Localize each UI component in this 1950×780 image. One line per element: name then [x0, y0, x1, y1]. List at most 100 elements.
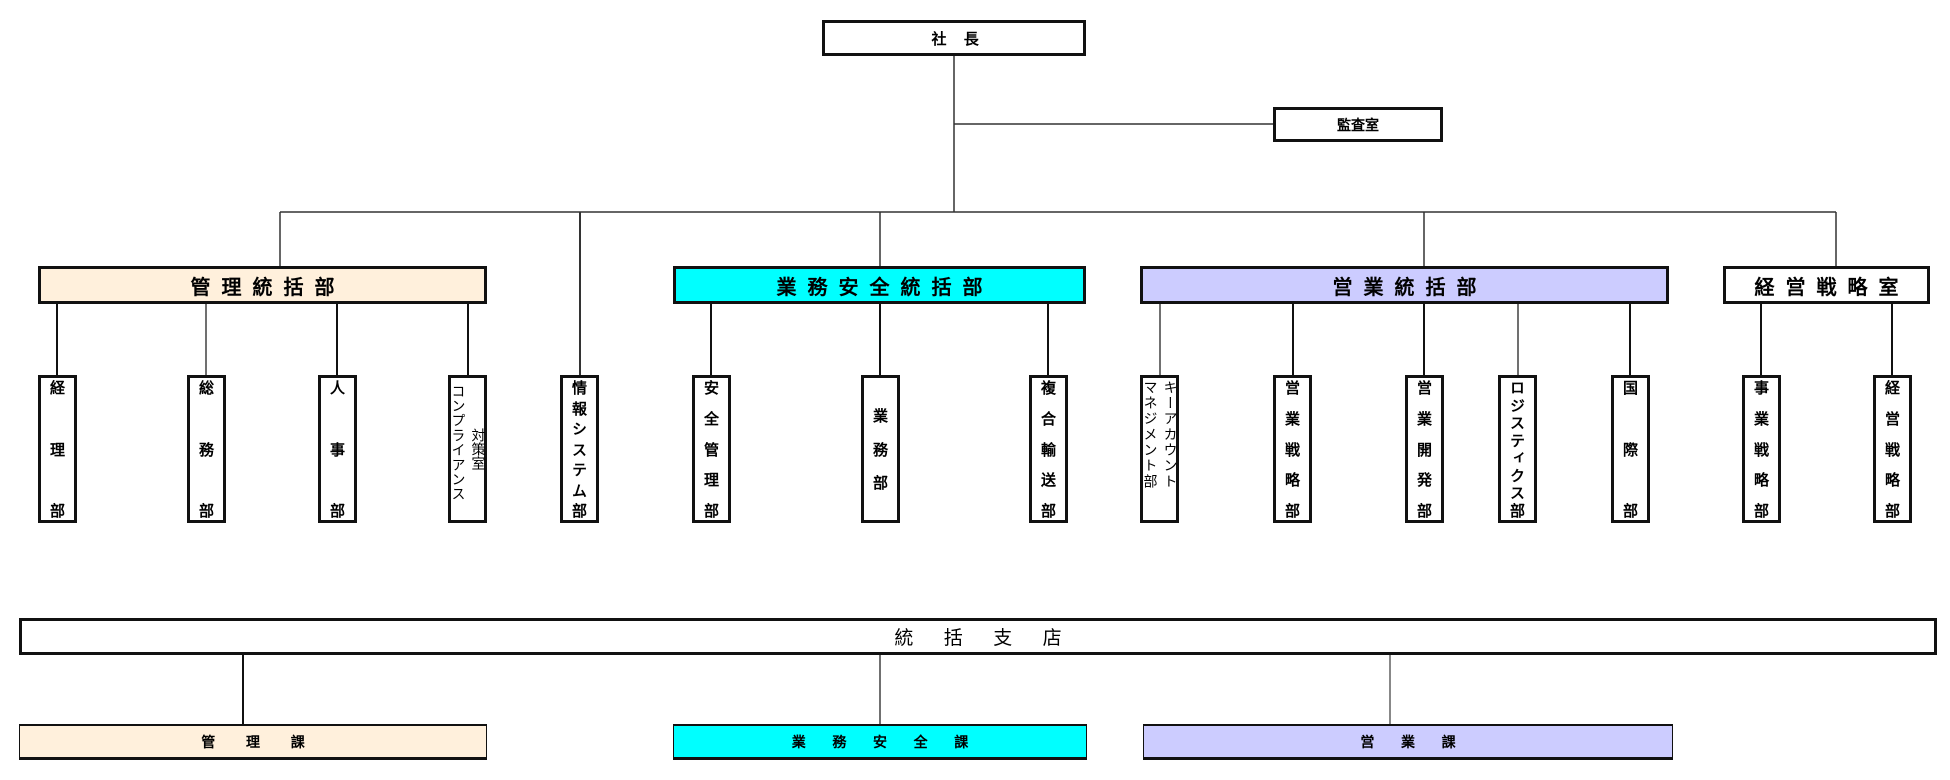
label-char: 管	[702, 441, 720, 457]
section-label: 営業課	[1360, 734, 1483, 751]
label-char: 部	[328, 503, 346, 518]
audit-office-label: 監査室	[1337, 117, 1379, 134]
dept-label-line2: マネジメント部	[1141, 380, 1158, 490]
management-division-box[interactable]: 管理統括部	[38, 266, 487, 304]
label-char: 業	[1415, 410, 1433, 426]
label-char: 総	[197, 380, 215, 395]
dept-international[interactable]: 国際部	[1611, 375, 1650, 523]
label-char: 人	[328, 380, 346, 395]
label-char: シ	[570, 421, 588, 436]
label-char: 部	[1283, 503, 1301, 518]
label-char: テ	[1508, 432, 1526, 448]
dept-multimodal-transport[interactable]: 複合輸送部	[1029, 375, 1068, 523]
dept-information-systems[interactable]: 情報システム部	[560, 375, 599, 523]
label-char: 経	[48, 380, 66, 395]
label-char: 務	[197, 441, 215, 457]
dept-safety-management[interactable]: 安全管理部	[692, 375, 731, 523]
section-management[interactable]: 管理課	[19, 724, 487, 760]
label-char: テ	[570, 462, 588, 477]
dept-label-line1: キーアカウント	[1161, 380, 1178, 490]
label-char: 戦	[1883, 441, 1901, 457]
label-char: 事	[1752, 380, 1770, 395]
section-operations-safety[interactable]: 業務安全課	[673, 724, 1087, 760]
label-char: 部	[702, 503, 720, 518]
label-char: 業	[1283, 410, 1301, 426]
management-division-label: 管理統括部	[190, 274, 346, 299]
label-char: 理	[702, 472, 720, 488]
dept-label: ロジスティクス部	[1507, 380, 1528, 518]
label-char: ジ	[1508, 397, 1526, 413]
sales-division-label: 営業統括部	[1332, 274, 1488, 299]
label-char: ス	[1508, 415, 1526, 431]
label-char: 部	[871, 475, 889, 490]
label-char: 部	[1415, 503, 1433, 518]
section-sales[interactable]: 営業課	[1143, 724, 1673, 760]
dept-sales-strategy[interactable]: 営業戦略部	[1273, 375, 1312, 523]
label-char: ロ	[1508, 380, 1526, 395]
label-char: 略	[1283, 472, 1301, 488]
dept-label: 情報システム部	[569, 380, 590, 518]
sales-division-box[interactable]: 営業統括部	[1140, 266, 1669, 304]
label-char: 務	[871, 441, 889, 457]
dept-label: 複合輸送部	[1038, 380, 1059, 518]
label-char: 情	[570, 380, 588, 395]
label-char: 営	[1283, 380, 1301, 395]
operations-division-box[interactable]: 業務安全統括部	[673, 266, 1086, 304]
dept-key-account-management[interactable]: キーアカウント マネジメント部	[1140, 375, 1179, 523]
dept-label: 総務部	[196, 380, 217, 518]
label-char: 国	[1621, 380, 1639, 395]
regional-branch-box[interactable]: 統括支店	[19, 618, 1937, 655]
dept-logistics[interactable]: ロジスティクス部	[1498, 375, 1537, 523]
dept-label-line1: コンプライアンス	[449, 384, 466, 502]
label-char: 経	[1883, 380, 1901, 395]
label-char: 合	[1039, 410, 1057, 426]
label-char: 部	[1621, 503, 1639, 518]
label-char: 安	[702, 380, 720, 395]
dept-business-strategy[interactable]: 事業戦略部	[1742, 375, 1781, 523]
label-char: 部	[570, 503, 588, 518]
dept-corporate-strategy[interactable]: 経営戦略部	[1873, 375, 1912, 523]
label-char: 開	[1415, 441, 1433, 457]
label-char: ク	[1508, 467, 1526, 483]
label-char: 輸	[1039, 441, 1057, 457]
president-label: 社 長	[931, 29, 985, 48]
label-char: ム	[570, 482, 588, 498]
label-char: ィ	[1508, 450, 1526, 466]
label-char: 略	[1883, 472, 1901, 488]
dept-label: 経理部	[47, 380, 68, 518]
label-char: 営	[1415, 380, 1433, 395]
regional-branch-label: 統括支店	[894, 627, 1092, 649]
label-char: 略	[1752, 472, 1770, 488]
dept-label: 安全管理部	[701, 380, 722, 518]
strategy-office-box[interactable]: 経営戦略室	[1723, 266, 1930, 304]
dept-label: 営業開発部	[1414, 380, 1435, 518]
dept-label: 国際部	[1620, 380, 1641, 518]
dept-label: 事業戦略部	[1751, 380, 1772, 518]
dept-accounting[interactable]: 経理部	[38, 375, 77, 523]
label-char: 部	[1508, 502, 1526, 518]
dept-sales-development[interactable]: 営業開発部	[1405, 375, 1444, 523]
label-char: 理	[48, 441, 66, 457]
label-char: 報	[570, 400, 588, 416]
label-char: 業	[871, 408, 889, 423]
label-char: 部	[1752, 503, 1770, 518]
label-char: 部	[197, 503, 215, 518]
dept-operations[interactable]: 業務部	[861, 375, 900, 523]
label-char: 部	[1883, 503, 1901, 518]
dept-label: 営業戦略部	[1282, 380, 1303, 518]
dept-compliance[interactable]: コンプライアンス 対策室	[448, 375, 487, 523]
label-char: ス	[570, 441, 588, 457]
section-label: 業務安全課	[791, 734, 995, 751]
strategy-office-label: 経営戦略室	[1754, 274, 1910, 299]
label-char: 事	[328, 441, 346, 457]
dept-label: 業務部	[870, 408, 891, 490]
label-char: 戦	[1283, 441, 1301, 457]
president-box[interactable]: 社 長	[822, 20, 1086, 56]
label-char: 業	[1752, 410, 1770, 426]
label-char: 複	[1039, 380, 1057, 395]
audit-office-box[interactable]: 監査室	[1273, 107, 1443, 142]
label-char: 発	[1415, 472, 1433, 488]
dept-human-resources[interactable]: 人事部	[318, 375, 357, 523]
dept-general-affairs[interactable]: 総務部	[187, 375, 226, 523]
